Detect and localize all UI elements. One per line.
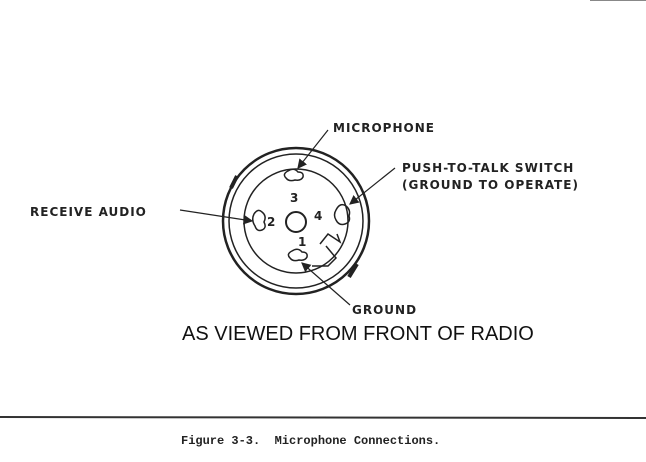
separator-line [0,416,646,419]
key-notches [229,175,359,279]
ground-label: GROUND [352,303,417,317]
inner-ring [243,168,349,274]
receive-audio-label: RECEIVE AUDIO [30,205,147,219]
ptt-label-line1: PUSH-TO-TALK SWITCH [402,161,574,175]
view-note: AS VIEWED FROM FRONT OF RADIO [182,323,534,345]
pin-4-contact [333,203,351,226]
pin-3-contact [283,168,304,182]
pin-1-number: 1 [298,235,306,249]
pin-2-contact [251,209,266,232]
pin-1-contact [287,248,308,262]
middle-ring [228,153,364,289]
pin-4-number: 4 [314,209,322,223]
pin-contacts [251,168,351,262]
connector [221,146,371,296]
ptt-label-line2: (GROUND TO OPERATE) [402,178,579,192]
figure-caption: Figure 3-3. Microphone Connections. [181,434,440,448]
outer-ring [221,146,371,296]
microphone-label: MICROPHONE [333,121,435,135]
center-pin [285,211,307,233]
pin-3-number: 3 [290,191,298,205]
key-tab [312,232,342,267]
pin-2-number: 2 [267,215,275,229]
leader-lines [179,129,396,306]
